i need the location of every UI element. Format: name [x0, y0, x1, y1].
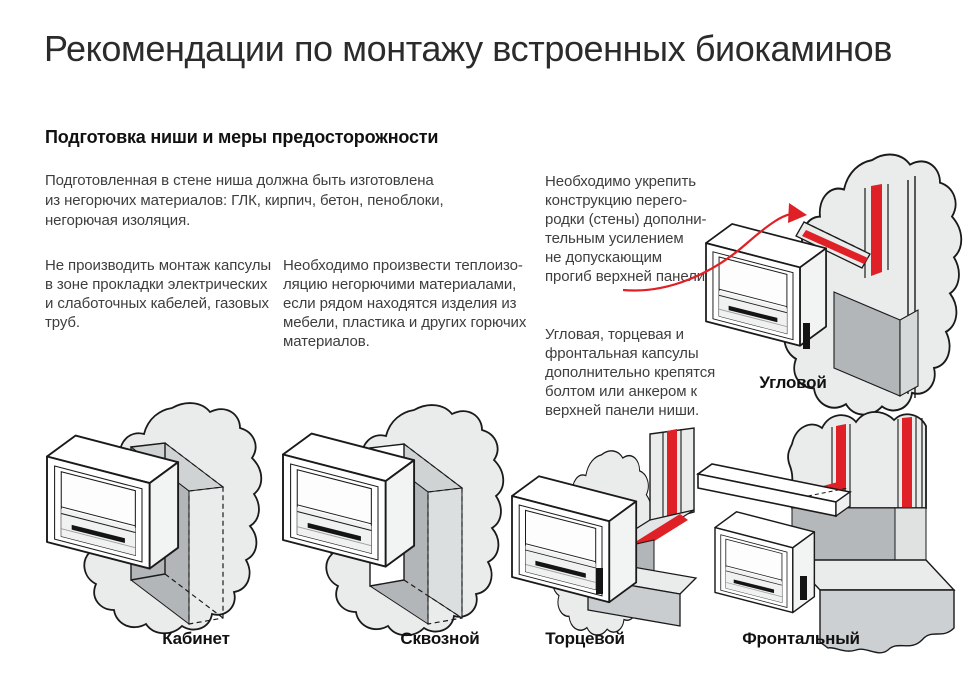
label-frontal: Фронтальный — [742, 629, 860, 648]
label-through: Сквозной — [400, 629, 480, 648]
note-niche-materials: Подготовленная в стене ниша должна быть … — [45, 172, 444, 229]
corner-niche-top-panel — [795, 221, 871, 269]
diagram-cabinet — [46, 402, 263, 635]
end-upper-wall — [649, 427, 695, 525]
frontal-bench — [790, 559, 956, 654]
corner-red-reinforcement — [864, 184, 889, 278]
page-title: Рекомендации по монтажу встроенных биока… — [44, 28, 893, 69]
diagram-corner — [622, 153, 963, 416]
corner-anchor-bolt — [803, 323, 810, 349]
note-reinforce-wall: Необходимо укрепить конструкцию перего- … — [545, 173, 710, 285]
label-cabinet: Кабинет — [162, 629, 230, 648]
note-fastening: Угловая, торцевая и фронтальная капсулы … — [545, 326, 716, 419]
label-corner: Угловой — [759, 373, 827, 392]
label-end: Торцевой — [545, 629, 625, 648]
note-no-cables: Не производить монтаж капсулы в зоне про… — [45, 257, 272, 331]
diagram-end — [511, 427, 698, 636]
frontal-anchor-bolt — [800, 576, 807, 600]
frontal-recess — [791, 507, 927, 561]
reinforce-arrow — [622, 203, 807, 292]
corner-niche-inner-walls — [833, 291, 919, 397]
frontal-top-panel — [696, 463, 852, 518]
end-anchor-bolt — [596, 568, 603, 594]
note-insulation: Необходимо произвести теплоизо- ляцию не… — [283, 257, 527, 350]
section-title: Подготовка ниши и меры предосторожности — [45, 127, 439, 147]
diagram-frontal — [696, 411, 956, 654]
diagram-through — [282, 404, 505, 637]
